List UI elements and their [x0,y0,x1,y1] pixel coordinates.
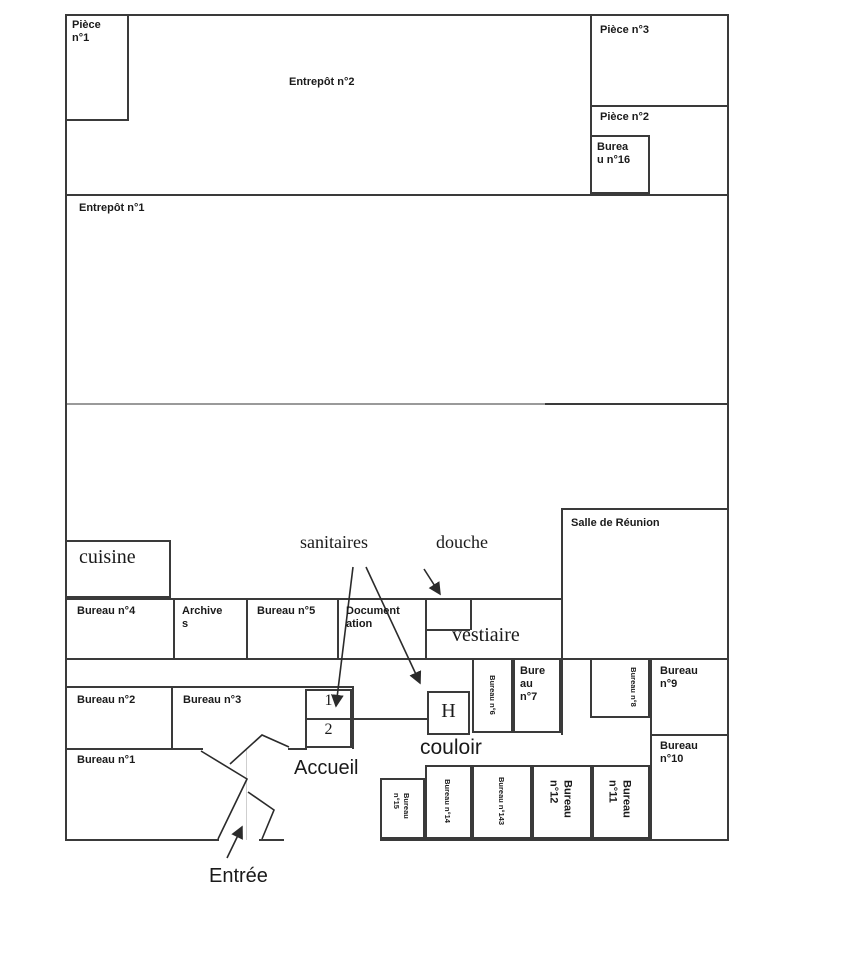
wall-douche-right [470,598,472,630]
label-cabine-1: 1 [324,692,333,709]
wall-archives-left [173,598,175,659]
room-bureau15-box [380,778,425,839]
label-bureau7: Bureau n°7 [520,665,546,703]
label-entrepot1: Entrepôt n°1 [79,202,145,214]
wall-vestiaire-left [425,598,427,659]
wall-bureau7-right-lower [561,658,563,735]
label-cabine-2: 2 [324,721,333,738]
wall-section2-right [545,403,729,405]
door-accueil-leaf1 [200,750,249,840]
wall-documentation-left [337,598,339,659]
label-bureau5: Bureau n°5 [257,605,316,617]
label-sanitaires-h: H [441,700,456,722]
wall-bureau5-left [246,598,248,659]
label-salle-reunion: Salle de Réunion [571,517,660,529]
label-piece3: Pièce n°3 [600,24,650,36]
label-bureau8: Bureau n°8 [628,667,638,707]
arrow-douche [423,568,441,596]
arrow-entree [226,825,243,859]
label-bureau2: Bureau n°2 [77,694,136,706]
wall-section1 [65,194,729,196]
label-bureau4: Bureau n°4 [77,605,136,617]
wall-piece1-right [127,14,129,121]
wall-douche-bottom [425,629,470,631]
label-sanitaires: sanitaires [300,532,368,552]
wall-top [65,14,729,16]
partition-glass [246,750,247,840]
label-bureau11: Bureau n°11 [606,780,633,818]
label-piece1: Pièce n°1 [72,19,101,44]
wall-corridor-strip [65,686,354,688]
wall-bureau3-left [171,686,173,749]
label-bureau14: Bureau n°14 [442,779,452,823]
label-accueil: Accueil [294,757,359,779]
room-bureau16-box [590,135,650,194]
label-bureau143: Bureau n°143 [496,776,506,826]
wall-salle-top [561,508,729,510]
wall-left [65,14,67,841]
wall-corridor-right [352,686,354,749]
wall-b9-b10-divider [650,734,729,736]
door-accueil-leaf2 [229,734,290,765]
wall-right [727,14,729,841]
label-vestiaire: vestiaire [452,624,520,646]
room-bureau11-box [592,765,650,839]
label-piece2: Pièce n°2 [600,111,650,123]
room-cuisine-box [65,540,171,598]
label-cuisine: cuisine [79,546,136,568]
label-entrepot2: Entrepôt n°2 [289,76,355,88]
room-h-box [427,691,470,735]
label-bureau12: Bureau n°12 [547,780,574,818]
room-bureau14-box [425,765,472,839]
room-bureau6-box [472,658,513,733]
label-bureau9: Bureau n°9 [660,665,698,690]
wall-bureau1-top [65,748,203,750]
room-bureau143-box [472,765,532,839]
room-bureau7-box [513,658,561,733]
label-bureau3: Bureau n°3 [183,694,242,706]
wall-piece3-left [590,14,592,194]
label-bureau16: Bureau n°16 [597,141,631,166]
wall-bottom-right [380,839,729,841]
wall-bottom-left [65,839,219,841]
wall-couloir-top [352,718,429,720]
label-bureau6: Bureau n°6 [487,675,497,715]
wall-section2-left [65,403,547,405]
wall-bureau1-top-right [288,748,307,750]
label-bureau15: Bureau n°15 [392,793,411,819]
label-couloir: couloir [420,736,482,759]
label-bureau1: Bureau n°1 [77,754,136,766]
wall-bureau9-left [650,658,652,840]
wall-piece3-bottom [590,105,729,107]
label-douche: douche [436,532,488,552]
label-archives: Archives [182,605,223,630]
wall-cabine-divider [305,718,352,720]
room-bureau8-box [590,658,650,718]
label-bureau10: Bureau n°10 [660,740,698,765]
wall-bottom-mid [259,839,284,841]
wall-salle-left [561,508,563,659]
room-bureau12-box [532,765,592,839]
wall-office-row-top [65,598,563,600]
label-entree: Entrée [209,865,268,887]
wall-piece1-bottom [65,119,129,121]
label-documentation: Documentation [346,605,400,630]
door-entree-leaf [247,791,275,840]
